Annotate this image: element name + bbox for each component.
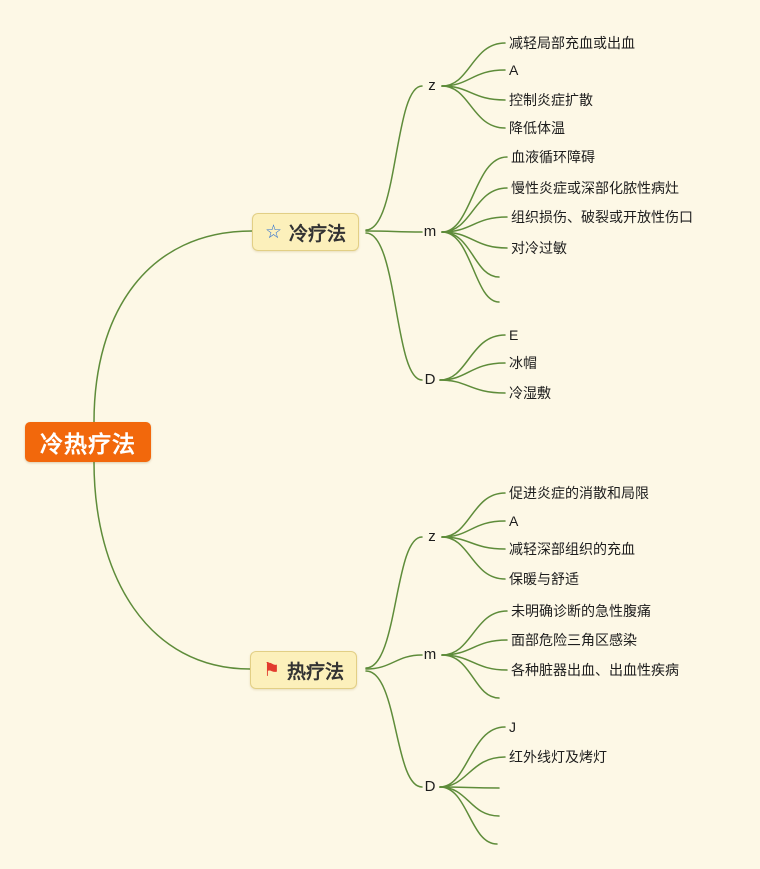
- leaf-node[interactable]: 血液循环障碍: [511, 149, 595, 165]
- branch-node-cold-therapy[interactable]: ☆ 冷疗法: [252, 213, 360, 251]
- group-node-cold-z[interactable]: z: [428, 77, 436, 94]
- leaf-node[interactable]: 冰帽: [509, 355, 537, 371]
- leaf-node[interactable]: 红外线灯及烤灯: [509, 749, 607, 765]
- leaf-node[interactable]: 保暖与舒适: [509, 571, 579, 587]
- leaf-node[interactable]: E: [509, 327, 519, 343]
- leaf-node[interactable]: 各种脏器出血、出血性疾病: [511, 662, 679, 678]
- star-icon: ☆: [265, 221, 283, 243]
- leaf-node[interactable]: 面部危险三角区感染: [511, 632, 637, 648]
- leaf-node[interactable]: 组织损伤、破裂或开放性伤口: [511, 209, 693, 225]
- group-node-hot-D[interactable]: D: [424, 778, 436, 795]
- leaf-node[interactable]: 冷湿敷: [509, 385, 551, 401]
- leaf-node[interactable]: J: [509, 719, 516, 735]
- leaf-node[interactable]: 控制炎症扩散: [509, 92, 593, 108]
- group-node-cold-m[interactable]: m: [423, 223, 437, 240]
- leaf-node[interactable]: 减轻深部组织的充血: [509, 541, 635, 557]
- group-node-hot-m[interactable]: m: [423, 646, 437, 663]
- leaf-node[interactable]: 对冷过敏: [511, 240, 567, 256]
- leaf-node[interactable]: A: [509, 62, 519, 78]
- group-node-cold-D[interactable]: D: [424, 371, 436, 388]
- root-node[interactable]: 冷热疗法: [25, 422, 151, 462]
- leaf-node[interactable]: 降低体温: [509, 120, 565, 136]
- flag-icon: ⚑: [263, 659, 281, 681]
- leaf-node[interactable]: A: [509, 513, 519, 529]
- branch-label: 冷疗法: [289, 223, 347, 245]
- leaf-node[interactable]: 未明确诊断的急性腹痛: [511, 603, 651, 619]
- leaf-node[interactable]: 促进炎症的消散和局限: [509, 485, 649, 501]
- branch-label: 热疗法: [287, 661, 345, 683]
- group-node-hot-z[interactable]: z: [428, 528, 436, 545]
- leaf-node[interactable]: 减轻局部充血或出血: [509, 35, 635, 51]
- leaf-node[interactable]: 慢性炎症或深部化脓性病灶: [511, 180, 679, 196]
- branch-node-hot-therapy[interactable]: ⚑ 热疗法: [250, 651, 358, 689]
